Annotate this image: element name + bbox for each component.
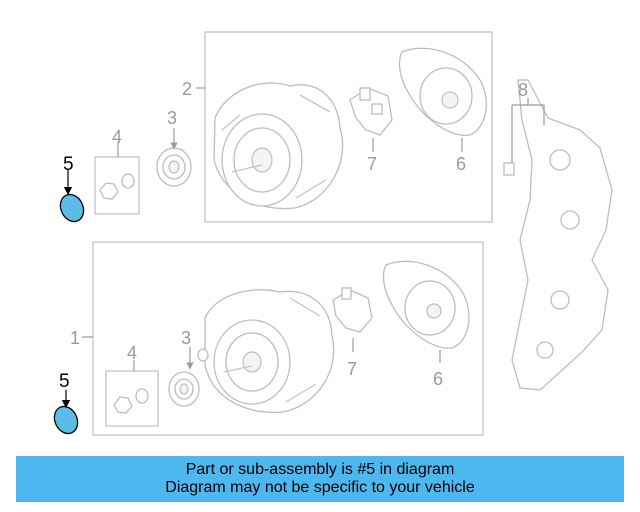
lower-nut-washer[interactable] bbox=[113, 388, 149, 414]
lower-callout-1[interactable]: 1 bbox=[70, 328, 80, 348]
upper-callout-3[interactable]: 3 bbox=[167, 108, 177, 128]
upper-part-4-box bbox=[94, 156, 140, 215]
lower-callout-7[interactable]: 7 bbox=[347, 359, 357, 379]
info-banner: Part or sub-assembly is #5 in diagram Di… bbox=[16, 456, 624, 502]
lower-pulley[interactable] bbox=[168, 348, 209, 407]
upper-callout-5[interactable]: 5 bbox=[63, 154, 74, 175]
banner-line-1: Part or sub-assembly is #5 in diagram bbox=[185, 461, 455, 478]
upper-assembly: 2 3 4 bbox=[56, 31, 493, 226]
mounting-bracket[interactable] bbox=[511, 79, 613, 391]
lower-callout-6[interactable]: 6 bbox=[433, 369, 443, 389]
banner-line-2: Diagram may not be specific to your vehi… bbox=[165, 479, 475, 496]
lower-assembly: 1 3 4 bbox=[50, 241, 484, 438]
upper-callout-7[interactable]: 7 bbox=[367, 154, 377, 174]
lower-callout-4[interactable]: 4 bbox=[127, 343, 137, 363]
lower-regulator[interactable] bbox=[332, 287, 373, 333]
lower-callout-5[interactable]: 5 bbox=[59, 371, 70, 392]
upper-pulley[interactable] bbox=[156, 147, 192, 187]
upper-alternator[interactable] bbox=[213, 82, 344, 210]
upper-callout-6[interactable]: 6 bbox=[456, 154, 466, 174]
callout-8[interactable]: 8 bbox=[518, 80, 528, 100]
upper-regulator[interactable] bbox=[349, 87, 393, 136]
upper-callout-2[interactable]: 2 bbox=[182, 79, 192, 99]
upper-nut-washer[interactable] bbox=[99, 173, 135, 200]
upper-part-5-cap[interactable] bbox=[56, 191, 88, 226]
bracket-bolt[interactable] bbox=[503, 162, 515, 176]
lower-part-5-cap[interactable] bbox=[50, 403, 82, 438]
lower-callout-3[interactable]: 3 bbox=[181, 328, 191, 348]
upper-end-cover[interactable] bbox=[398, 47, 487, 136]
lower-assembly-box bbox=[92, 241, 484, 436]
lower-end-cover[interactable] bbox=[382, 260, 470, 349]
lower-alternator[interactable] bbox=[204, 289, 335, 413]
parts-diagram: 2 3 4 bbox=[50, 31, 613, 438]
upper-assembly-box bbox=[204, 31, 493, 223]
upper-callout-4[interactable]: 4 bbox=[112, 127, 122, 147]
lower-part-4-box bbox=[105, 370, 159, 427]
